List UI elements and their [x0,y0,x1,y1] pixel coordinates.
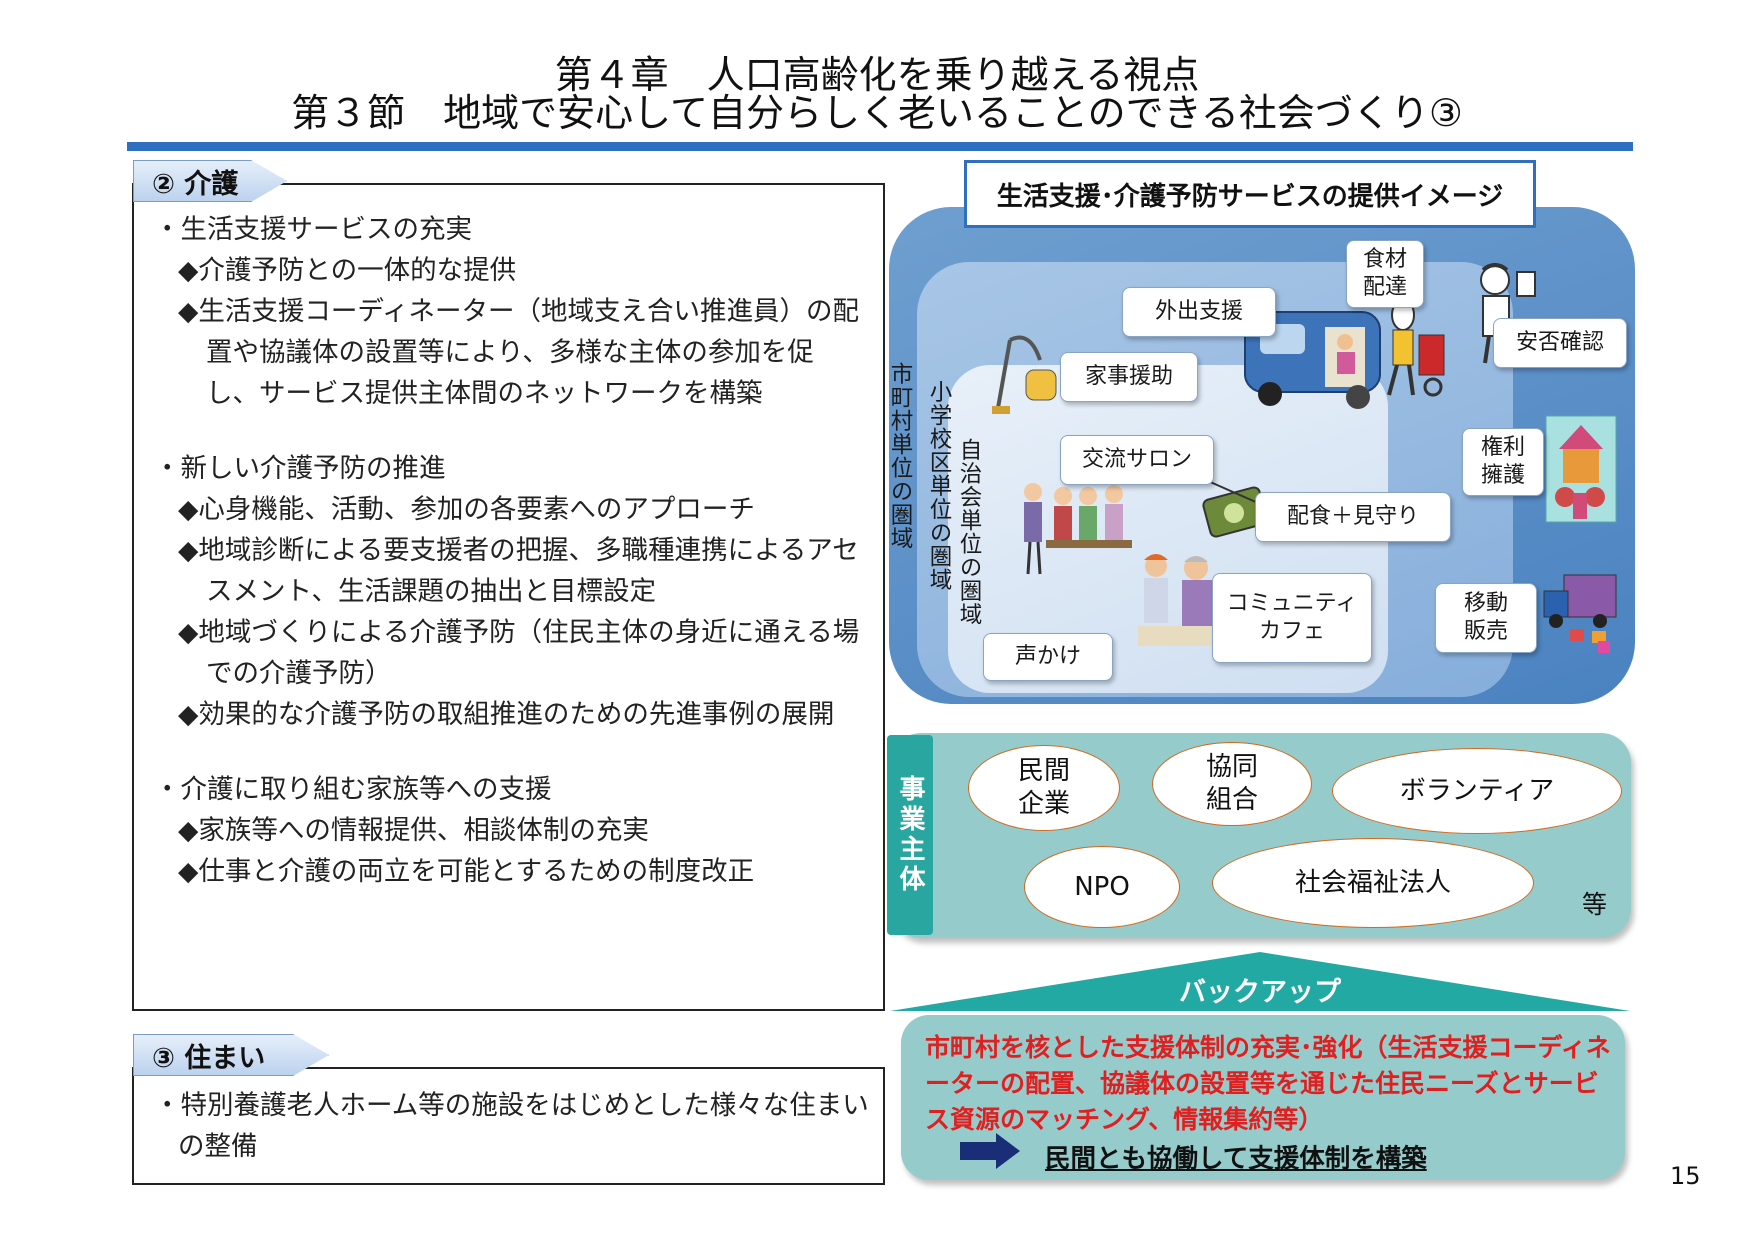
operators-tab: 事業主体 [887,735,933,935]
oval-cooperative: 協同組合 [1152,742,1312,826]
title-rule [127,142,1633,151]
zone-school-label: 小学校区単位の圏域 [926,380,952,592]
page-number: 15 [1670,1162,1701,1190]
oval-private-company: 民間企業 [968,745,1120,831]
care-bullet: ◆介護予防との一体的な提供 [178,255,517,286]
section-title: 第３節 地域で安心して自分らしく老いることのできる社会づくり③ [291,91,1463,135]
label-meal-watch: 配食＋見守り [1255,492,1451,542]
care-bullet: ◆家族等への情報提供、相談体制の充実 [178,815,649,846]
care-heading: ・介護に取り組む家族等への支援 [154,774,552,805]
label-greeting: 声かけ [983,633,1113,681]
housing-tag: ③ 住まい [133,1034,329,1076]
mobile-sales-truck-illustration [1543,574,1617,653]
label-outing-support: 外出支援 [1122,287,1276,337]
list-gap [154,414,866,448]
care-tag: ② 介護 [133,160,287,202]
zone-municipality-label: 市町村単位の圏域 [887,362,913,550]
housing-panel: ・特別養護老人ホーム等の施設をはじめとした様々な住まいの整備 [132,1067,885,1185]
care-panel: ・生活支援サービスの充実 ◆介護予防との一体的な提供 ◆生活支援コーディネーター（地… [132,183,885,1011]
elderly-couple-illustration [1138,554,1218,646]
care-bullet: ◆仕事と介護の両立を可能とするための制度改正 [178,856,755,887]
oval-volunteer: ボランティア [1332,748,1622,834]
rights-advocacy-illustration [1545,415,1617,523]
arrow-right-icon [960,1133,1020,1169]
list-gap [154,735,866,769]
label-mobile-sales: 移動販売 [1435,583,1537,653]
care-heading: ・新しい介護予防の推進 [154,453,446,484]
elderly-group-illustration [1024,483,1132,575]
backup-label: バックアップ [1179,977,1341,1008]
care-bullet: ◆生活支援コーディネーター（地域支え合い推進員）の配置や協議体の設置等により、多… [178,296,860,409]
operators-tab-label: 事業主体 [895,775,925,895]
oval-npo: NPO [1024,846,1180,928]
oval-social-welfare-corp: 社会福祉法人 [1212,838,1534,928]
label-safety-check: 安否確認 [1493,318,1627,368]
housing-text: ・特別養護老人ホーム等の施設をはじめとした様々な住まいの整備 [154,1090,869,1162]
care-list: ・生活支援サービスの充実 ◆介護予防との一体的な提供 ◆生活支援コーディネーター（地… [154,209,866,892]
vacuum-cleaner-illustration [992,335,1057,414]
chapter-title: 第４章 人口高齢化を乗り越える視点 [554,53,1200,97]
care-bullet: ◆地域づくりによる介護予防（住民主体の身近に通える場での介護予防） [178,617,860,689]
label-food-delivery: 食材配達 [1346,240,1424,308]
support-box [901,1015,1625,1180]
diagram-title: 生活支援･介護予防サービスの提供イメージ [964,160,1536,228]
zone-neighborhood-label: 自治会単位の圏域 [956,438,982,626]
label-rights-advocacy: 権利擁護 [1462,428,1544,496]
care-bullet: ◆効果的な介護予防の取組推進のための先進事例の展開 [178,699,835,730]
operators-etc: 等 [1582,890,1608,919]
delivery-person-illustration [1387,299,1445,397]
support-conclusion: 民間とも協働して支援体制を構築 [1045,1144,1427,1174]
care-heading: ・生活支援サービスの充実 [154,214,472,245]
label-housework: 家事援助 [1060,352,1198,402]
label-community-cafe: コミュニティカフェ [1212,573,1372,663]
support-description: 市町村を核とした支援体制の充実･強化（生活支援コーディネーターの配置、協議体の設… [925,1033,1611,1134]
care-bullet: ◆地域診断による要支援者の把握、多職種連携によるアセスメント、生活課題の抽出と目… [178,535,859,607]
care-bullet: ◆心身機能、活動、参加の各要素へのアプローチ [178,494,755,525]
label-salon: 交流サロン [1060,435,1214,485]
